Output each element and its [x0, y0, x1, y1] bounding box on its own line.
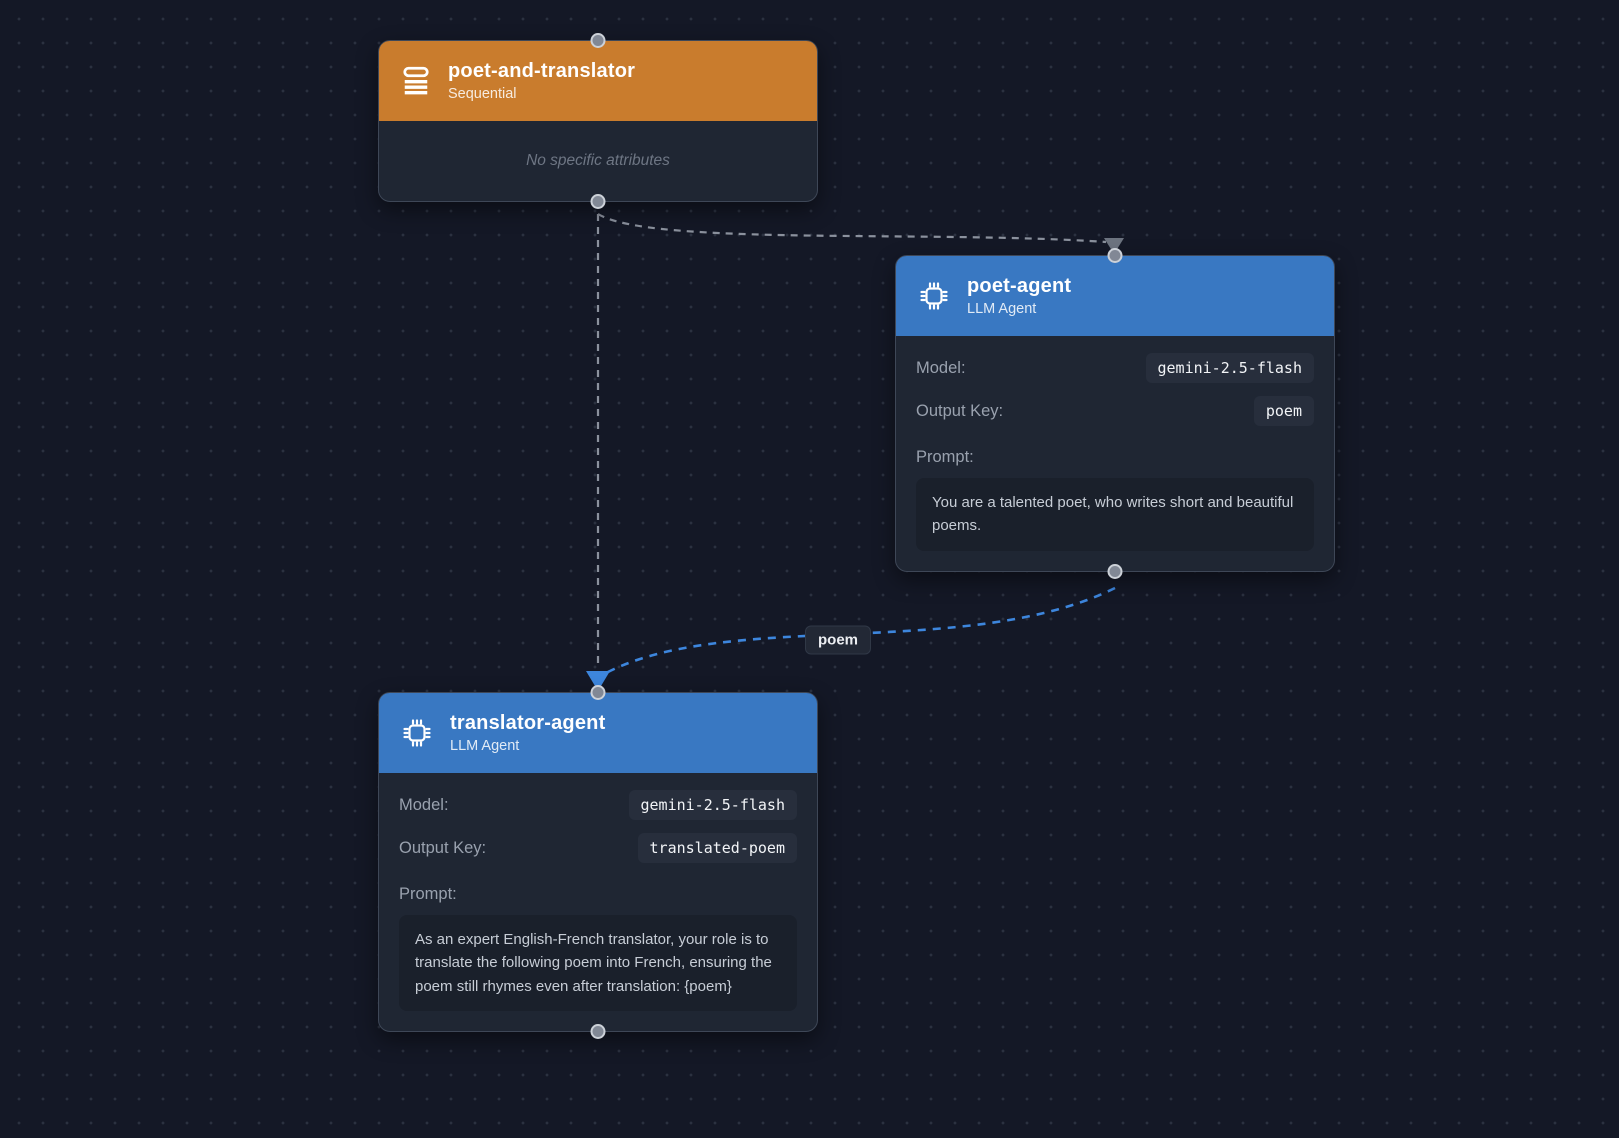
node-subtitle: LLM Agent — [967, 301, 1037, 317]
node-subtitle: Sequential — [448, 86, 517, 102]
node-translator-agent[interactable]: translator-agent LLM Agent Model: gemini… — [378, 685, 818, 1039]
output-key-field: Output Key: poem — [896, 396, 1334, 426]
node-input-handle[interactable] — [590, 685, 606, 700]
edge-label-poem[interactable]: poem — [804, 625, 872, 655]
chip-icon — [918, 280, 950, 312]
model-field: Model: gemini-2.5-flash — [896, 353, 1334, 383]
model-field: Model: gemini-2.5-flash — [379, 790, 817, 820]
node-output-handle[interactable] — [590, 1023, 606, 1039]
model-label: Model: — [399, 795, 449, 814]
prompt-text: You are a talented poet, who writes shor… — [916, 478, 1314, 551]
node-header: poet-and-translator Sequential — [379, 41, 817, 121]
prompt-label: Prompt: — [399, 885, 457, 903]
output-key-value-badge: poem — [1253, 396, 1314, 426]
node-poet-and-translator[interactable]: poet-and-translator Sequential No specif… — [378, 33, 818, 209]
node-title: poet-and-translator — [448, 60, 636, 82]
output-key-field: Output Key: translated-poem — [379, 833, 817, 863]
node-title: translator-agent — [450, 712, 606, 734]
model-label: Model: — [916, 358, 966, 377]
node-output-handle[interactable] — [590, 194, 606, 209]
empty-attributes-note: No specific attributes — [526, 152, 670, 169]
prompt-label: Prompt: — [916, 448, 974, 466]
output-key-label: Output Key: — [399, 838, 487, 857]
node-input-handle[interactable] — [1107, 248, 1123, 263]
chip-icon — [401, 717, 433, 749]
output-key-value-badge: translated-poem — [637, 833, 797, 863]
node-output-handle[interactable] — [1107, 563, 1123, 579]
prompt-text: As an expert English-French translator, … — [399, 915, 797, 1011]
model-value-badge: gemini-2.5-flash — [628, 790, 797, 820]
node-header: poet-agent LLM Agent — [896, 256, 1334, 336]
list-icon — [401, 66, 431, 96]
edge-sequential-to-poet-agent[interactable] — [597, 213, 1107, 244]
output-key-label: Output Key: — [916, 401, 1004, 420]
node-input-handle[interactable] — [590, 33, 606, 48]
node-header: translator-agent LLM Agent — [379, 693, 817, 773]
node-subtitle: LLM Agent — [450, 738, 520, 754]
node-title: poet-agent — [967, 275, 1072, 297]
node-poet-agent[interactable]: poet-agent LLM Agent Model: gemini-2.5-f… — [895, 248, 1335, 579]
model-value-badge: gemini-2.5-flash — [1145, 353, 1314, 383]
